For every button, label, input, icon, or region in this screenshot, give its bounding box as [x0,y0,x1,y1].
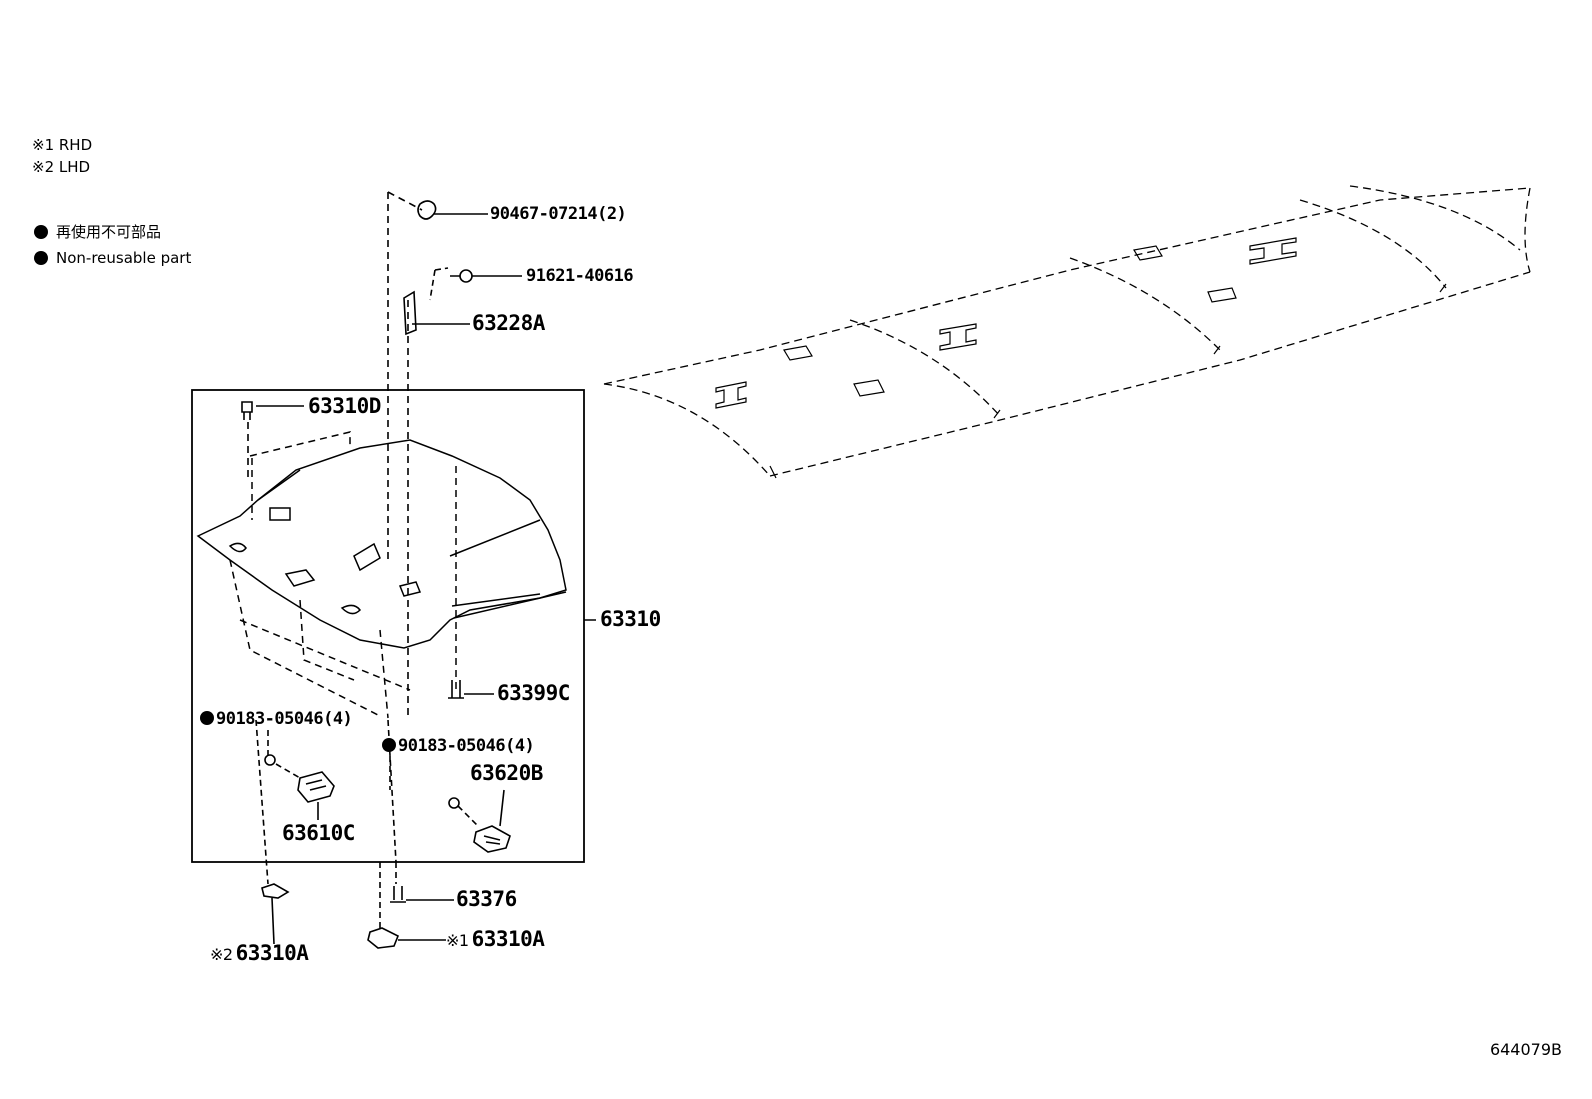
clip-90467-icon [417,200,488,220]
callout-90183-right-text: 90183-05046(4) [398,736,535,756]
legend-rhd: ※1 RHD [32,136,93,154]
callout-90183-right: 90183-05046(4) [382,736,535,756]
retainer-63310a-lhd-icon [255,719,290,945]
callout-63620b: 63620B [470,761,543,785]
clip-90183-right-icon [389,756,479,827]
legend-lhd: ※2 LHD [32,158,91,176]
clip-63399c-icon [448,680,494,699]
non-reusable-dot-icon [34,251,48,265]
callout-90183-left: 90183-05046(4) [200,709,353,729]
non-reusable-dot-icon [34,225,48,239]
callout-63310a-lhd-text: 63310A [235,941,309,965]
non-reusable-dot-icon [200,711,214,725]
legend-non-reusable-en: Non-reusable part [34,251,191,266]
screw-91621-icon [429,267,522,301]
headliner-outline-cutouts [715,237,1447,479]
rhd-mark: ※1 [446,931,469,950]
clip-90183-left-icon [264,730,301,779]
screw-63376-icon [390,862,454,903]
callout-63376: 63376 [456,887,517,911]
clip-63310d-icon [241,401,304,480]
headliner-outline-ghost [603,185,1531,477]
callout-90183-left-text: 90183-05046(4) [216,709,353,729]
callout-63310: 63310 [600,607,661,631]
callout-63610c: 63610C [282,821,355,845]
holder-63620b-icon [473,789,511,853]
diagram-id-label: 644079B [1489,1040,1562,1059]
legend-non-reusable-jp: 再使用不可部品 [34,225,161,240]
callout-63399c: 63399C [497,681,570,705]
legend-non-reusable-en-text: Non-reusable part [56,249,192,267]
callout-63310a-rhd-text: 63310A [471,927,545,951]
legend-non-reusable-jp-text: 再使用不可部品 [56,223,162,241]
lhd-mark: ※2 [210,945,233,964]
non-reusable-dot-icon [382,738,396,752]
callout-63228a: 63228A [472,311,545,335]
callout-90467: 90467-07214(2) [490,204,627,224]
bracket-63228a-icon [403,290,470,336]
callout-91621: 91621-40616 [526,266,634,286]
holder-63610c-icon [297,771,335,820]
callout-63310d: 63310D [308,394,381,418]
headliner-panel-icon [196,431,596,719]
